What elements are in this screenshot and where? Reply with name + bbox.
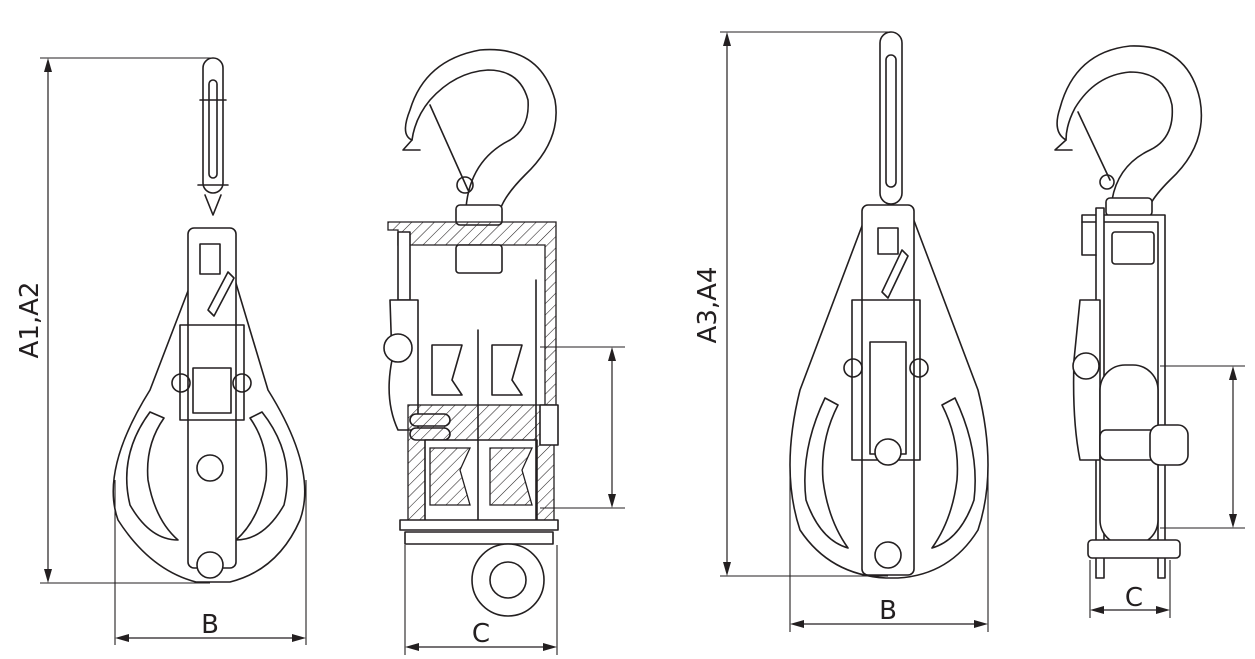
front-view-shackle-pulley xyxy=(40,57,307,645)
dimension-label-b-right: B xyxy=(879,596,897,626)
dimension-label-a3-a4: A3,A4 xyxy=(693,267,723,344)
front-view-shackle-pulley-double xyxy=(720,31,989,632)
side-section-view-hook-pulley xyxy=(383,48,625,655)
dimension-label-b-left: B xyxy=(201,610,219,640)
dimension-label-c-right: C xyxy=(1125,583,1143,613)
dimension-label-a1-a2: A1,A2 xyxy=(15,282,45,359)
side-view-hook-pulley-narrow xyxy=(1054,45,1245,618)
dimension-label-c-left: C xyxy=(472,619,490,649)
